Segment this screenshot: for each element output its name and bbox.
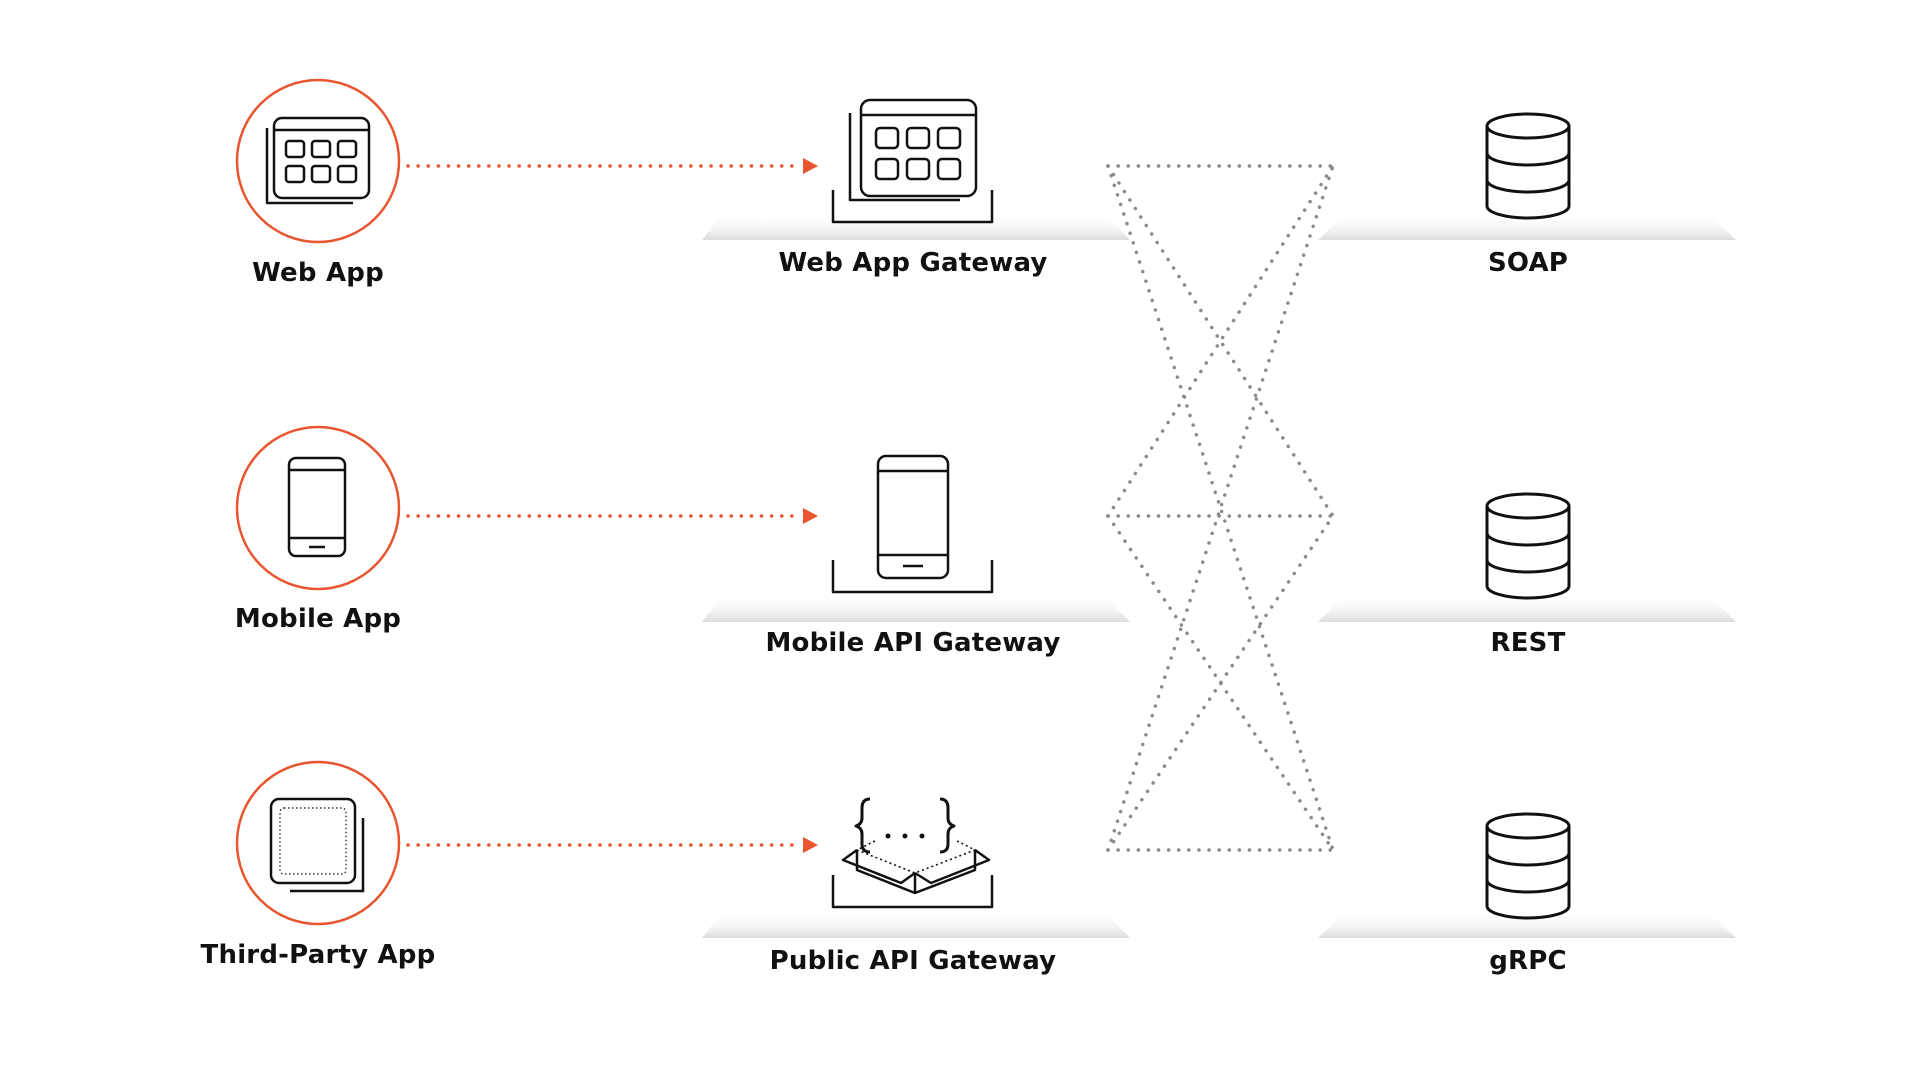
arrow-web-app-to-gateway [406, 158, 818, 174]
gateway-web-app [831, 98, 994, 224]
database-icon [1485, 112, 1571, 220]
client-mobile-app [235, 425, 401, 591]
backend-shelves [1318, 217, 1736, 938]
gateway-shelves [702, 217, 1130, 938]
gateway-label-web-app: Web App Gateway [778, 248, 1048, 278]
backend-label-grpc: gRPC [1489, 946, 1567, 976]
client-arrows [406, 158, 818, 853]
gateway-label-mobile-api: Mobile API Gateway [765, 628, 1061, 658]
gateway-tray [831, 875, 994, 909]
backend-label-soap: SOAP [1487, 248, 1569, 278]
web-app-grid-icon [848, 98, 978, 202]
shelf-web-app-gateway [702, 217, 1130, 240]
mobile-phone-icon [287, 456, 347, 558]
database-icon [1485, 492, 1571, 600]
mesh-diagonal [1106, 164, 1335, 518]
gateway-mobile-api [831, 454, 994, 594]
backend-grpc [1485, 812, 1571, 920]
shelf-mobile-api-gateway [702, 598, 1130, 622]
backend-label-rest: REST [1490, 628, 1566, 658]
shelf-grpc [1318, 915, 1736, 938]
arrow-third-party-to-gateway [406, 837, 818, 853]
client-web-app [235, 78, 401, 244]
shelf-public-api-gateway [702, 915, 1130, 938]
gateway-tray [831, 560, 994, 594]
shelf-rest [1318, 598, 1736, 622]
web-app-grid-icon [265, 116, 371, 205]
mesh-diagonal [1106, 164, 1335, 518]
client-circle [235, 760, 401, 926]
client-circle [235, 425, 401, 591]
third-party-square-icon [269, 797, 365, 893]
api-box-icon [841, 797, 991, 895]
gateway-public-api [831, 797, 994, 909]
client-label-web-app: Web App [252, 258, 384, 288]
connection-mesh [1106, 164, 1335, 852]
backend-rest [1485, 492, 1571, 600]
gateway-label-public-api: Public API Gateway [769, 946, 1057, 976]
client-label-mobile-app: Mobile App [234, 604, 402, 634]
client-third-party-app [235, 760, 401, 926]
mesh-diagonal [1106, 514, 1335, 852]
arrow-mobile-app-to-gateway [406, 508, 818, 524]
database-icon [1485, 812, 1571, 920]
backend-soap [1485, 112, 1571, 220]
mobile-phone-icon [876, 454, 950, 580]
mesh-diagonal [1106, 164, 1335, 852]
shelf-soap [1318, 217, 1736, 240]
mesh-diagonal [1106, 164, 1335, 852]
gateway-tray [831, 190, 994, 224]
client-label-third-party-app: Third-Party App [200, 940, 436, 970]
client-circle [235, 78, 401, 244]
